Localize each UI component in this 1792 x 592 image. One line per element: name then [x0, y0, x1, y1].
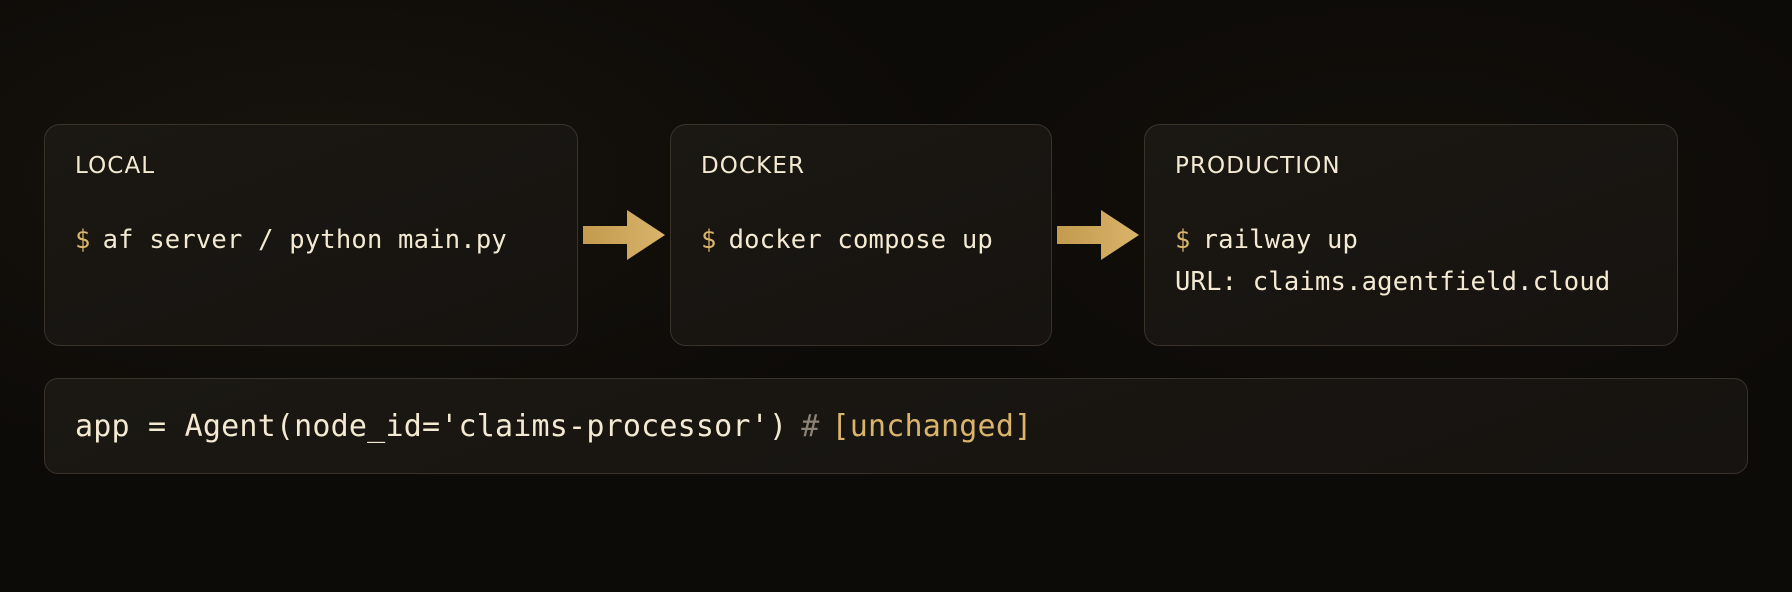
stage-commands-docker: $ docker compose up	[701, 224, 1021, 257]
stage-card-production: PRODUCTION $ railway up URL: claims.agent…	[1144, 124, 1678, 346]
comment-text: [unchanged]	[831, 408, 1033, 444]
command-text-production: railway up	[1202, 225, 1359, 255]
arrow-docker-to-production	[1052, 207, 1144, 263]
code-line: app = Agent(node_id='claims-processor') #…	[75, 409, 1032, 444]
command-line-docker: $ docker compose up	[701, 224, 1021, 257]
command-text-docker: docker compose up	[728, 225, 993, 255]
stage-commands-production: $ railway up URL: claims.agentfield.cloud	[1175, 224, 1647, 298]
stage-card-local: LOCAL $ af server / python main.py	[44, 124, 578, 346]
command-line-production: $ railway up	[1175, 224, 1647, 257]
code-statement: app = Agent(node_id='claims-processor')	[75, 408, 788, 444]
pipeline-row: LOCAL $ af server / python main.py DOCKER	[44, 124, 1748, 346]
stage-title-production: PRODUCTION	[1175, 153, 1341, 179]
stage-commands-local: $ af server / python main.py	[75, 224, 547, 257]
code-bar: app = Agent(node_id='claims-processor') #…	[44, 378, 1748, 474]
deployment-url: URL: claims.agentfield.cloud	[1175, 266, 1611, 297]
arrow-local-to-docker	[578, 207, 670, 263]
command-text-local: af server / python main.py	[102, 225, 507, 255]
stage-title-local: LOCAL	[75, 153, 156, 179]
shell-prompt-icon: $	[701, 225, 717, 255]
shell-prompt-icon: $	[1175, 225, 1191, 255]
comment-hash-icon: #	[801, 408, 820, 444]
stage-card-docker: DOCKER $ docker compose up	[670, 124, 1052, 346]
command-line-local: $ af server / python main.py	[75, 224, 547, 257]
shell-prompt-icon: $	[75, 225, 91, 255]
stage-title-docker: DOCKER	[701, 153, 806, 179]
